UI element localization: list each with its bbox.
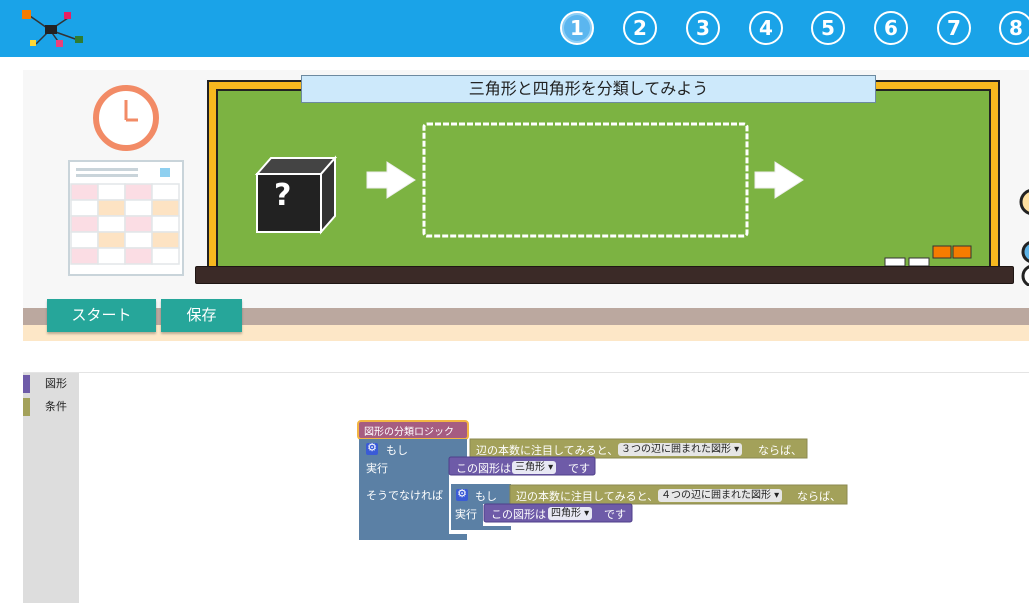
timetable-icon xyxy=(68,160,184,276)
step-3-button[interactable]: 3 xyxy=(686,11,720,45)
step-6-button[interactable]: 6 xyxy=(874,11,908,45)
result-prefix: この図形は xyxy=(456,462,511,475)
app-logo-icon xyxy=(22,10,83,47)
step-5-button[interactable]: 5 xyxy=(811,11,845,45)
step-7-button[interactable]: 7 xyxy=(937,11,971,45)
lesson-title: 三角形と四角形を分類してみよう xyxy=(301,75,876,103)
category-label: 図形 xyxy=(45,377,67,390)
condition-text: 辺の本数に注目してみると、 xyxy=(516,490,659,503)
condition-dropdown[interactable]: ３つの辺に囲まれた図形 ▾ xyxy=(618,443,743,456)
toolbox-category-shape[interactable]: 図形 xyxy=(23,375,79,393)
shape-dropdown[interactable]: 三角形 ▾ xyxy=(512,461,557,474)
if-label: もし xyxy=(386,444,408,457)
chalk-ledge xyxy=(195,266,1014,284)
stage-floor xyxy=(23,308,1029,325)
function-block-label: 図形の分類ロジック xyxy=(364,427,454,438)
logic-block-group[interactable] xyxy=(357,420,852,545)
category-color-stripe xyxy=(23,375,30,393)
do-label: 実行 xyxy=(455,508,477,521)
top-header-bar: 1 2 3 4 5 6 7 8 xyxy=(0,0,1029,57)
section-divider xyxy=(23,372,1029,373)
step-8-button[interactable]: 8 xyxy=(999,11,1029,45)
blockly-toolbox: 図形 条件 xyxy=(23,373,79,603)
gear-icon[interactable] xyxy=(366,441,378,455)
if-label: もし xyxy=(475,490,497,503)
question-mark: ? xyxy=(274,178,292,213)
result-prefix: この図形は xyxy=(491,508,546,521)
category-color-stripe xyxy=(23,398,30,416)
save-button[interactable]: 保存 xyxy=(161,299,242,332)
result-suffix: です xyxy=(604,508,626,521)
toolbox-category-condition[interactable]: 条件 xyxy=(23,398,79,416)
result-suffix: です xyxy=(568,462,590,475)
step-1-button[interactable]: 1 xyxy=(560,11,594,45)
clock-icon xyxy=(93,85,159,151)
step-2-button[interactable]: 2 xyxy=(623,11,657,45)
condition-suffix: ならば、 xyxy=(758,444,802,457)
shape-dropdown[interactable]: 四角形 ▾ xyxy=(548,507,593,520)
gear-icon[interactable] xyxy=(456,487,468,501)
category-label: 条件 xyxy=(45,400,67,413)
condition-text: 辺の本数に注目してみると、 xyxy=(476,444,619,457)
chalkboard xyxy=(207,80,1000,270)
character-icon xyxy=(1019,189,1029,286)
condition-suffix: ならば、 xyxy=(797,490,841,503)
stage-floor-edge xyxy=(23,325,1029,341)
condition-dropdown[interactable]: ４つの辺に囲まれた図形 ▾ xyxy=(658,489,783,502)
start-button[interactable]: スタート xyxy=(47,299,156,332)
else-label: そうでなければ xyxy=(366,489,443,502)
do-label: 実行 xyxy=(366,462,388,475)
step-4-button[interactable]: 4 xyxy=(749,11,783,45)
